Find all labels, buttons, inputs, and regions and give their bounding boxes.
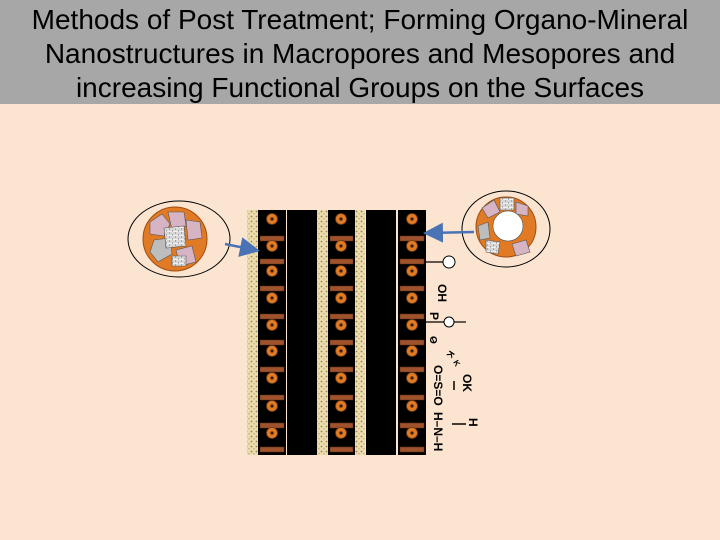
mineral-pink: [481, 199, 501, 219]
ok-label: OK: [460, 374, 474, 392]
surface-bar: [399, 394, 425, 401]
bead-core: [410, 431, 414, 435]
oh-label: OH: [435, 284, 449, 302]
p-circle: [443, 316, 455, 328]
functional-groups: OH P O K K OK O=S=O H–N–H H: [426, 255, 480, 451]
macropore-outline: [127, 200, 231, 278]
bead-core: [270, 269, 274, 273]
bead-core: [339, 349, 343, 353]
bead-core: [410, 217, 414, 221]
wall-middle-left: [317, 210, 328, 455]
nanoparticle-beads: [266, 213, 418, 439]
title-bar: [0, 0, 720, 104]
bead-core: [270, 376, 274, 380]
surface-bar: [399, 313, 425, 320]
oh-circle: [442, 255, 456, 269]
bead-core: [270, 404, 274, 408]
bead-core: [270, 431, 274, 435]
title-line-2: Nanostructures in Macropores and Mesopor…: [44, 38, 676, 69]
bead-core: [270, 296, 274, 300]
surface-bar: [399, 366, 425, 373]
hnh-label: H–N–H: [431, 412, 445, 451]
arrow-to-macropore: [224, 237, 260, 257]
mineral-brick: [163, 225, 187, 249]
wall-middle-right: [355, 210, 365, 455]
mineral-brick: [499, 197, 515, 211]
pore-walls: [247, 210, 365, 455]
mesopore-aggregate: [461, 190, 551, 268]
surface-bars: [259, 235, 425, 453]
surface-bar: [399, 339, 425, 346]
macropore-aggregate: [127, 200, 231, 278]
bead-core: [270, 244, 274, 248]
arrow-to-surface: [423, 222, 475, 243]
surface-bar: [329, 258, 354, 265]
mineral-pink: [185, 219, 203, 241]
surface-bar: [399, 258, 425, 265]
bead-core: [339, 323, 343, 327]
bead-core: [339, 269, 343, 273]
surface-bar: [329, 313, 354, 320]
surface-bar: [399, 446, 425, 453]
p-label: P: [427, 312, 441, 320]
surface-bar: [259, 258, 285, 265]
h-label: H: [466, 418, 480, 427]
bead-core: [270, 217, 274, 221]
surface-bar: [329, 285, 354, 292]
bead-core: [339, 244, 343, 248]
bead-core: [339, 217, 343, 221]
surface-bar: [259, 285, 285, 292]
title-line-3: increasing Functional Groups on the Surf…: [75, 72, 645, 103]
mesopore-outline: [461, 190, 551, 268]
surface-bar: [259, 339, 285, 346]
oso-label: O=S=O: [431, 365, 445, 406]
surface-bar: [399, 285, 425, 292]
o-bond: [431, 336, 435, 344]
surface-bar: [259, 366, 285, 373]
surface-bar: [329, 394, 354, 401]
bead-core: [339, 296, 343, 300]
mineral-pink: [515, 201, 529, 217]
mineral-brick: [171, 255, 187, 267]
surface-bar: [259, 313, 285, 320]
surface-bar: [329, 366, 354, 373]
bead-core: [410, 244, 414, 248]
mineral-brick: [485, 239, 501, 255]
bead-core: [410, 269, 414, 273]
slide-title: Methods of Post Treatment; Forming Organ…: [0, 3, 720, 105]
bead-core: [339, 404, 343, 408]
bead-core: [410, 376, 414, 380]
k-label-1: K: [444, 349, 456, 360]
wall-left: [247, 210, 258, 455]
bead-core: [339, 376, 343, 380]
title-line-1: Methods of Post Treatment; Forming Organ…: [31, 4, 689, 35]
mesopore-void: [492, 210, 524, 242]
surface-bar: [259, 446, 285, 453]
k-label-2: K: [451, 359, 462, 369]
mineral-pink: [511, 239, 531, 257]
mesopore-channel-c: [366, 210, 396, 455]
surface-bar: [329, 446, 354, 453]
bead-core: [410, 296, 414, 300]
bead-core: [410, 404, 414, 408]
mesopore-channel-a: [287, 210, 317, 455]
bead-core: [270, 349, 274, 353]
bead-core: [270, 323, 274, 327]
bead-core: [339, 431, 343, 435]
surface-bar: [329, 339, 354, 346]
bead-core: [410, 323, 414, 327]
mineral-grey: [477, 221, 491, 241]
surface-bar: [259, 394, 285, 401]
mineral-pink: [167, 211, 187, 231]
bead-core: [410, 349, 414, 353]
